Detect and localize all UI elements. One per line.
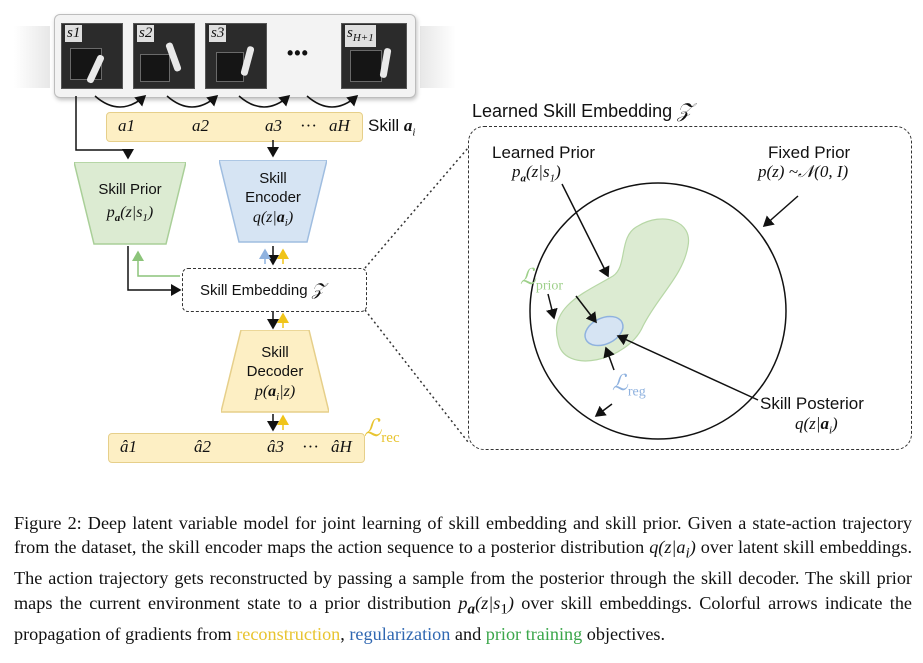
left-diagram-arrows bbox=[75, 95, 469, 443]
skill-embedding-box bbox=[182, 268, 367, 312]
action-a2: a2 bbox=[192, 116, 209, 135]
learned-embedding-panel bbox=[468, 126, 912, 450]
fixed-prior-title: Fixed Prior bbox=[768, 143, 851, 162]
skill-prior-shape bbox=[74, 162, 186, 245]
recon-a3: â3 bbox=[267, 437, 284, 456]
skill-encoder-line1: Skill bbox=[259, 170, 287, 187]
skill-decoder-line1: Skill bbox=[261, 344, 289, 361]
ghost-frame-left bbox=[14, 26, 50, 88]
loss-reg-label: ℒreg bbox=[612, 370, 646, 400]
frame-s1: s1 bbox=[61, 23, 123, 89]
skill-decoder-shape bbox=[221, 330, 329, 413]
skill-posterior-formula: q(z|ai) bbox=[795, 414, 838, 437]
loss-prior-label: ℒprior bbox=[520, 264, 564, 294]
recon-ellipsis: ··· bbox=[302, 437, 319, 456]
trajectory-strip: s1 s2 s3 ••• sH+1 bbox=[54, 14, 416, 98]
skill-decoder-line2: Decoder bbox=[246, 363, 304, 380]
recon-aH: âH bbox=[331, 437, 352, 456]
embedding-space-diagram bbox=[529, 182, 799, 440]
skill-posterior-title: Skill Posterior bbox=[760, 394, 864, 413]
loss-rec-label: ℒrec bbox=[364, 416, 400, 446]
frame-s3: s3 bbox=[205, 23, 267, 89]
ghost-frame-right bbox=[420, 26, 456, 88]
action-ellipsis: ··· bbox=[300, 116, 317, 135]
skill-ai-label: Skill ai bbox=[368, 116, 416, 139]
action-aH: aH bbox=[329, 116, 350, 135]
reconstructed-action-bar: â1 â2 â3 ··· âH bbox=[108, 433, 365, 463]
figure-caption: Figure 2: Deep latent variable model for… bbox=[14, 513, 912, 644]
skill-embedding-label: Skill Embedding 𝒵 bbox=[200, 280, 325, 299]
skill-prior-title: Skill Prior bbox=[98, 181, 162, 198]
recon-a2: â2 bbox=[194, 437, 211, 456]
skill-encoder-line2: Encoder bbox=[245, 189, 301, 206]
skill-posterior-ellipse bbox=[584, 315, 624, 347]
caption-reconstruction: reconstruction bbox=[236, 623, 341, 644]
frames-ellipsis: ••• bbox=[287, 43, 309, 63]
skill-prior-formula: pa(z|s1) bbox=[106, 204, 154, 225]
caption-regularization: regularization bbox=[349, 623, 451, 644]
frame-s2: s2 bbox=[133, 23, 195, 89]
learned-prior-title: Learned Prior bbox=[492, 143, 596, 162]
frame-sH1: sH+1 bbox=[341, 23, 407, 89]
skill-encoder-shape bbox=[219, 160, 327, 243]
learned-embedding-title: Learned Skill Embedding 𝒵 bbox=[472, 100, 693, 122]
caption-prior-training: prior training bbox=[485, 623, 583, 644]
skill-encoder-formula: q(z|ai) bbox=[252, 209, 294, 230]
action-sequence-bar: a1 a2 a3 ··· aH bbox=[106, 112, 363, 142]
fixed-prior-formula: p(z) ~𝒩(0, I) bbox=[758, 162, 849, 181]
learned-prior-formula: pa(z|s1) bbox=[512, 162, 561, 185]
recon-a1: â1 bbox=[120, 437, 137, 456]
action-a3: a3 bbox=[265, 116, 282, 135]
skill-decoder-formula: p(ai|z) bbox=[254, 383, 296, 404]
action-a1: a1 bbox=[118, 116, 135, 135]
